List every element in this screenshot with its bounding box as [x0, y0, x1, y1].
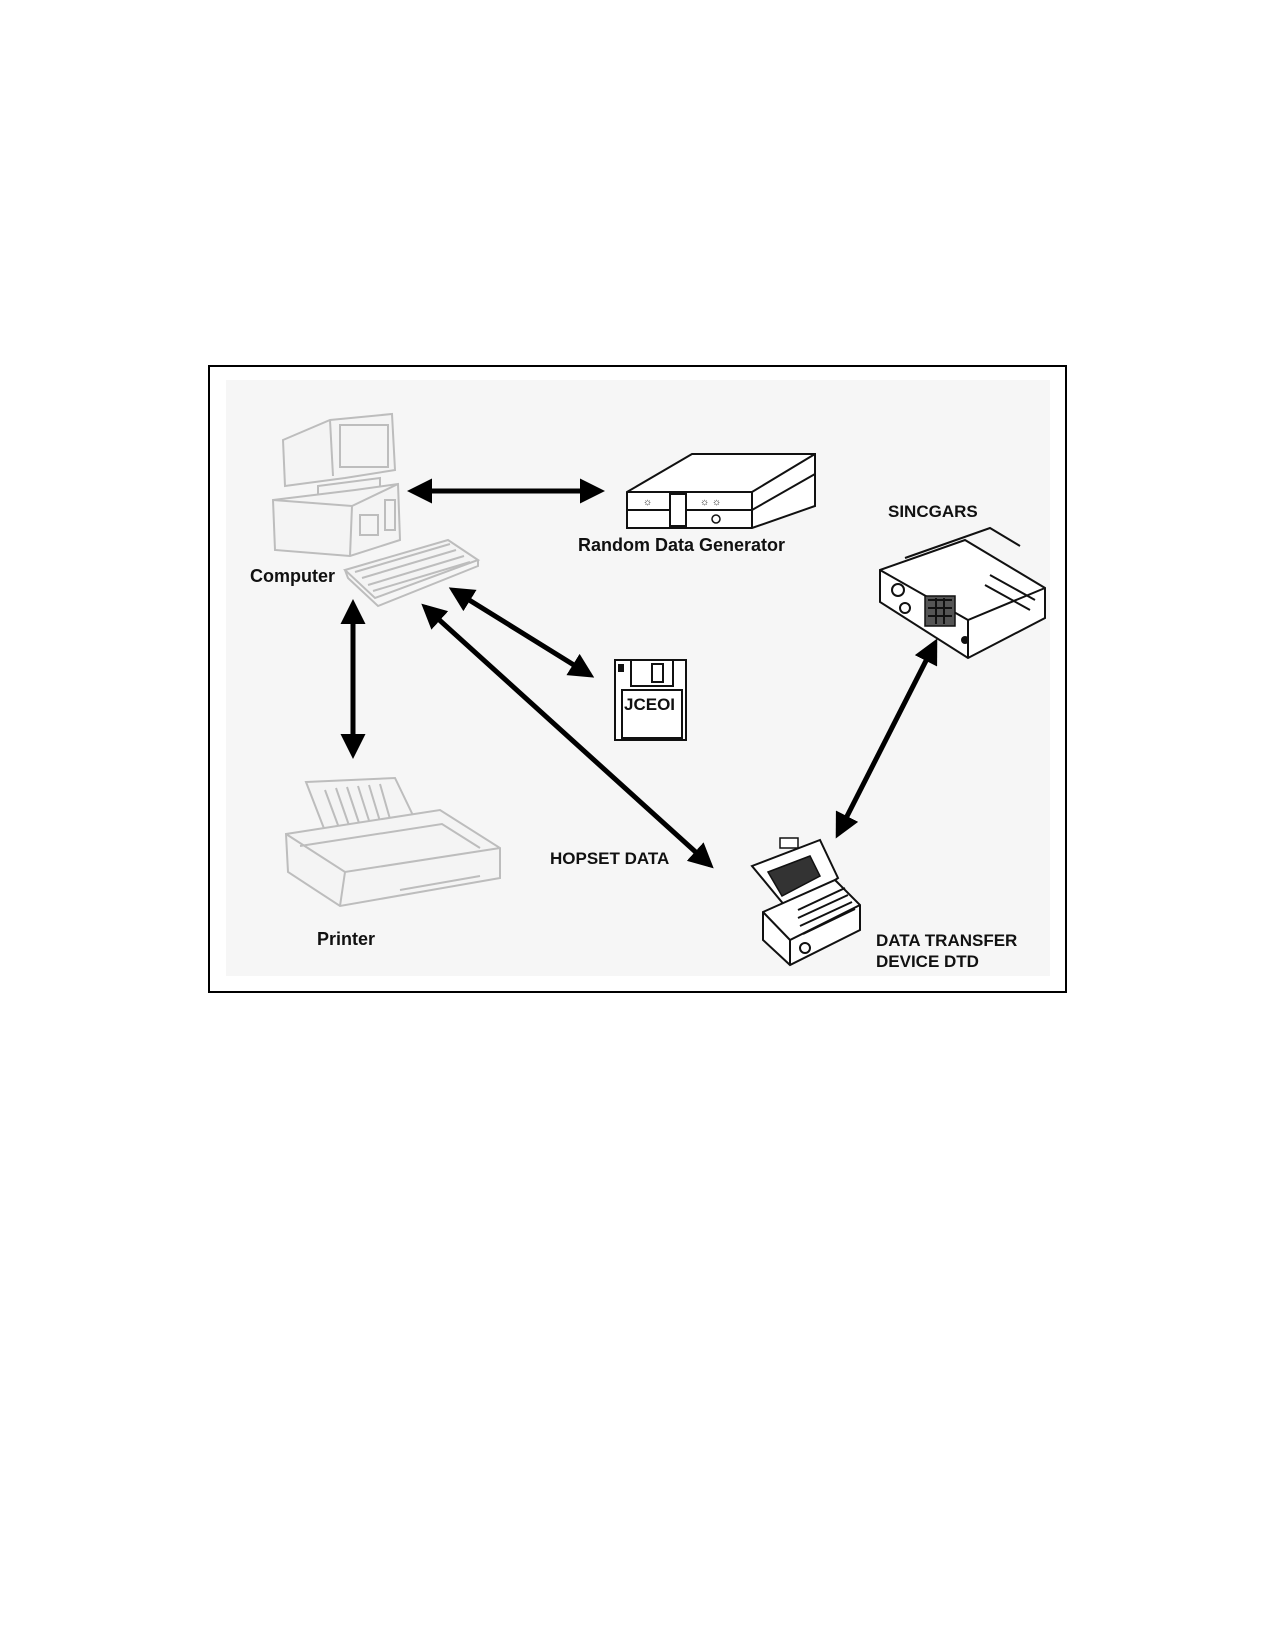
- printer-label: Printer: [317, 929, 375, 949]
- floppy-disk-label: JCEOI: [624, 695, 675, 714]
- hopset-data-label: HOPSET DATA: [550, 849, 669, 868]
- dtd-label-line2: DEVICE DTD: [876, 952, 979, 971]
- arrow-dtd-sincgars: [835, 638, 938, 839]
- data-transfer-device-icon: [750, 837, 861, 967]
- radio-icon: [879, 526, 1046, 660]
- sincgars-label: SINCGARS: [888, 502, 978, 521]
- random-data-generator-label: Random Data Generator: [578, 535, 785, 555]
- arrow-computer-dtd: [421, 603, 714, 869]
- dtd-label-line1: DATA TRANSFER: [876, 931, 1017, 950]
- random-data-generator-icon: ☼ ☼ ☼: [626, 453, 816, 529]
- computer-icon: [271, 412, 481, 608]
- svg-text:☼: ☼: [643, 497, 652, 508]
- computer-label: Computer: [250, 566, 335, 586]
- svg-text:☼ ☼: ☼ ☼: [700, 497, 721, 508]
